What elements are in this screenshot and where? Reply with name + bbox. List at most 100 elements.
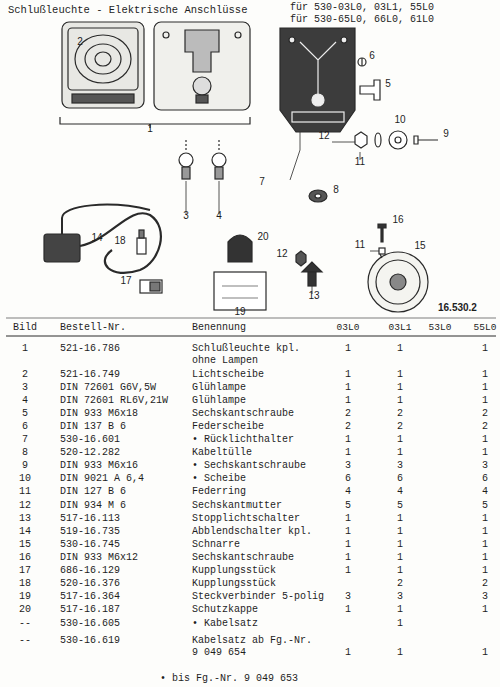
table-cell: 1 bbox=[397, 447, 403, 459]
table-cell: Federring bbox=[192, 486, 246, 498]
callout-number: 15 bbox=[414, 240, 425, 252]
callout-number: 9 bbox=[443, 128, 449, 140]
table-cell: 521-16.749 bbox=[60, 369, 120, 381]
table-cell: 2 bbox=[397, 408, 403, 420]
table-cell: Glühlampe bbox=[192, 382, 246, 394]
table-cell: 1 bbox=[482, 369, 488, 381]
table-cell: 1 bbox=[482, 343, 488, 355]
table-cell: 13 bbox=[19, 513, 31, 525]
table-cell: 16 bbox=[19, 552, 31, 564]
table-cell: 20 bbox=[19, 604, 31, 616]
column-header: Bestell-Nr. bbox=[60, 322, 126, 334]
table-cell: 1 bbox=[482, 552, 488, 564]
table-cell: Federscheibe bbox=[192, 421, 264, 433]
table-cell: 517-16.364 bbox=[60, 591, 120, 603]
table-cell: 530-16.619 bbox=[60, 635, 120, 647]
table-cell: Schlußleuchte kpl. ohne Lampen bbox=[192, 343, 320, 367]
table-cell: DIN 72601 RL6V,21W bbox=[60, 395, 168, 407]
table-cell: 3 bbox=[345, 591, 351, 603]
table-cell: 6 bbox=[22, 421, 28, 433]
table-cell: 517-16.187 bbox=[60, 604, 120, 616]
table-cell: 4 bbox=[482, 486, 488, 498]
table-cell: Abblendschalter kpl. bbox=[192, 526, 312, 538]
table-cell: 2 bbox=[482, 408, 488, 420]
table-cell: Schutzkappe bbox=[192, 604, 258, 616]
table-cell: 14 bbox=[19, 526, 31, 538]
table-cell: 2 bbox=[22, 369, 28, 381]
table-cell: 2 bbox=[482, 578, 488, 590]
table-cell: 2 bbox=[397, 421, 403, 433]
table-cell: DIN 933 M6x16 bbox=[60, 460, 138, 472]
table-cell: DIN 127 B 6 bbox=[60, 486, 126, 498]
table-cell: 1 bbox=[482, 395, 488, 407]
table-cell: DIN 9021 A 6,4 bbox=[60, 473, 144, 485]
table-cell: 530-16.605 bbox=[60, 618, 120, 630]
table-cell: 1 bbox=[482, 539, 488, 551]
table-cell: 3 bbox=[345, 460, 351, 472]
callout-number: 6 bbox=[369, 50, 375, 62]
table-cell: Schnarre bbox=[192, 539, 240, 551]
table-cell: 7 bbox=[22, 434, 28, 446]
table-cell: • Kabelsatz bbox=[192, 618, 258, 630]
table-cell: 2 bbox=[345, 421, 351, 433]
column-header: 53L0 bbox=[429, 322, 452, 334]
callout-number: 18 bbox=[114, 235, 125, 247]
callout-number: 4 bbox=[216, 210, 222, 222]
callout-number: 3 bbox=[183, 210, 189, 222]
callout-number: 16 bbox=[392, 214, 403, 226]
table-cell: 1 bbox=[482, 647, 488, 659]
table-cell: 2 bbox=[397, 578, 403, 590]
table-cell: 19 bbox=[19, 591, 31, 603]
table-cell: 1 bbox=[345, 343, 351, 355]
table-cell: Sechskantmutter bbox=[192, 500, 282, 512]
table-cell: Steckverbinder 5-polig bbox=[192, 591, 324, 603]
table-cell: 15 bbox=[19, 539, 31, 551]
table-cell: 3 bbox=[482, 460, 488, 472]
table-cell: 1 bbox=[345, 513, 351, 525]
table-cell: 1 bbox=[397, 526, 403, 538]
table-cell: 1 bbox=[345, 447, 351, 459]
table-cell: 6 bbox=[345, 473, 351, 485]
table-cell: 17 bbox=[19, 565, 31, 577]
table-cell: Lichtscheibe bbox=[192, 369, 264, 381]
table-cell: 6 bbox=[482, 473, 488, 485]
callout-number: 1 bbox=[147, 123, 153, 135]
callout-number: 14 bbox=[91, 232, 102, 244]
table-cell: 3 bbox=[397, 460, 403, 472]
table-cell: 1 bbox=[397, 513, 403, 525]
table-cell: 8 bbox=[22, 447, 28, 459]
callout-number: 8 bbox=[333, 184, 339, 196]
table-cell: 1 bbox=[345, 552, 351, 564]
table-cell: DIN 72601 G6V,5W bbox=[60, 382, 156, 394]
column-header: 03L1 bbox=[389, 322, 412, 334]
table-cell: Kupplungsstück bbox=[192, 578, 276, 590]
column-header: 55L0 bbox=[474, 322, 497, 334]
table-cell: 520-12.282 bbox=[60, 447, 120, 459]
table-cell: 1 bbox=[345, 647, 351, 659]
table-cell: DIN 933 M6x12 bbox=[60, 552, 138, 564]
table-cell: 1 bbox=[397, 369, 403, 381]
table-cell: 4 bbox=[345, 486, 351, 498]
table-cell: 1 bbox=[345, 604, 351, 616]
callout-number: 2 bbox=[77, 36, 83, 48]
table-cell: 1 bbox=[397, 618, 403, 630]
callout-number: 20 bbox=[257, 231, 268, 243]
table-cell: 1 bbox=[345, 539, 351, 551]
table-cell: 1 bbox=[482, 434, 488, 446]
table-cell: 1 bbox=[482, 513, 488, 525]
table-cell: 3 bbox=[482, 591, 488, 603]
table-cell: 18 bbox=[19, 578, 31, 590]
table-cell: 1 bbox=[397, 604, 403, 616]
callout-number: 12 bbox=[276, 248, 287, 260]
table-cell: 530-16.745 bbox=[60, 539, 120, 551]
callout-number: 11 bbox=[355, 156, 365, 168]
table-cell: Sechskantschraube bbox=[192, 552, 294, 564]
callout-number: 12 bbox=[318, 130, 329, 142]
table-cell: 1 bbox=[482, 565, 488, 577]
table-cell: 1 bbox=[397, 382, 403, 394]
table-cell: 530-16.601 bbox=[60, 434, 120, 446]
table-cell: 1 bbox=[482, 526, 488, 538]
table-cell: 520-16.376 bbox=[60, 578, 120, 590]
table-cell: 1 bbox=[397, 395, 403, 407]
